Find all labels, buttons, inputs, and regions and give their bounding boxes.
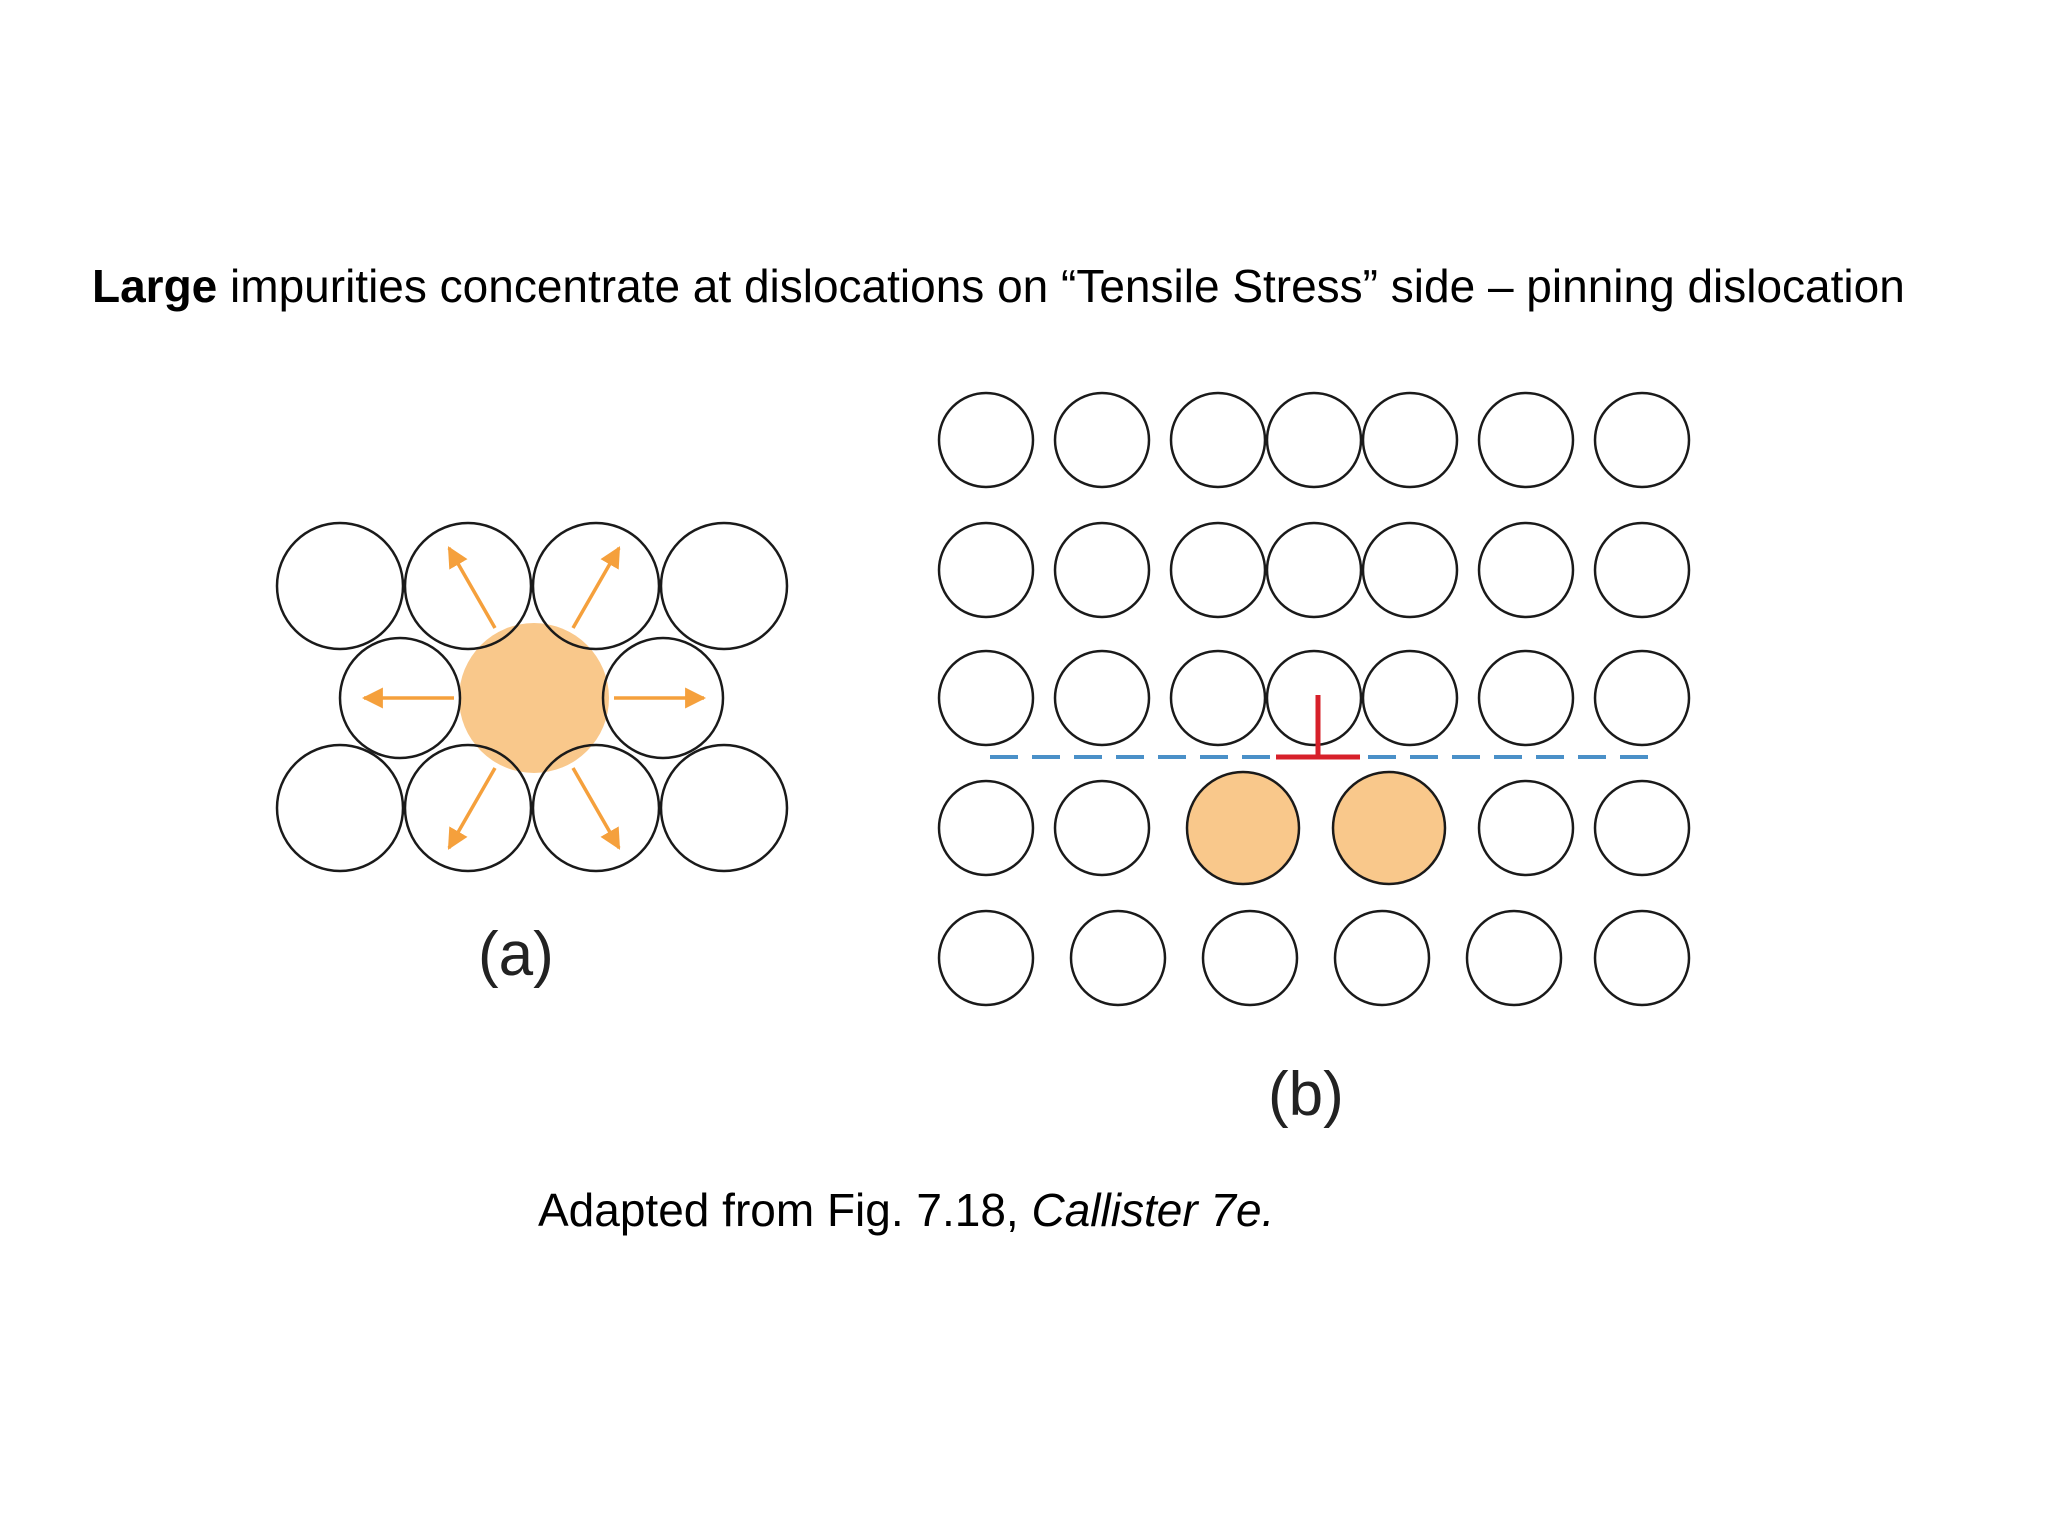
slide-headline: Large impurities concentrate at dislocat… bbox=[92, 254, 1992, 318]
host-atom bbox=[403, 743, 533, 873]
panel-a-label: (a) bbox=[478, 920, 554, 989]
host-atom bbox=[1053, 649, 1151, 747]
strain-arrow bbox=[571, 546, 621, 629]
host-atom bbox=[937, 779, 1035, 877]
impurity-atom bbox=[459, 623, 609, 773]
host-atom bbox=[1477, 521, 1575, 619]
edge-dislocation-symbol bbox=[1276, 695, 1360, 760]
headline-text: impurities concentrate at dislocations o… bbox=[217, 260, 1905, 312]
panel-b-label: (b) bbox=[1268, 1060, 1344, 1129]
host-atom bbox=[275, 743, 405, 873]
host-atom bbox=[659, 743, 789, 873]
strain-arrow bbox=[447, 767, 497, 850]
caption-source: Callister 7e. bbox=[1031, 1184, 1275, 1236]
host-atom bbox=[1593, 649, 1691, 747]
host-atom bbox=[1265, 649, 1363, 747]
impurity-atom bbox=[1331, 770, 1447, 886]
panel-b-lattice bbox=[937, 391, 1691, 1007]
host-atom bbox=[338, 636, 462, 760]
host-atom bbox=[1265, 521, 1363, 619]
host-atom bbox=[937, 391, 1035, 489]
host-atom bbox=[1333, 909, 1431, 1007]
host-atom bbox=[1477, 779, 1575, 877]
host-atom bbox=[1201, 909, 1299, 1007]
host-atom bbox=[659, 521, 789, 651]
host-atom bbox=[601, 636, 725, 760]
figure-caption: Adapted from Fig. 7.18, Callister 7e. bbox=[538, 1178, 1274, 1242]
host-atom bbox=[1169, 649, 1267, 747]
headline-emphasis: Large bbox=[92, 260, 218, 312]
strain-arrow bbox=[447, 546, 497, 629]
host-atom bbox=[1361, 649, 1459, 747]
host-atom bbox=[1053, 779, 1151, 877]
host-atom bbox=[1069, 909, 1167, 1007]
host-atom bbox=[403, 521, 533, 651]
host-atom bbox=[1593, 521, 1691, 619]
host-atom bbox=[1477, 649, 1575, 747]
host-atom bbox=[1169, 391, 1267, 489]
host-atom bbox=[1593, 909, 1691, 1007]
panel-a-lattice bbox=[275, 521, 789, 873]
host-atom bbox=[937, 909, 1035, 1007]
host-atom bbox=[1465, 909, 1563, 1007]
host-atom bbox=[275, 521, 405, 651]
host-atom bbox=[1593, 391, 1691, 489]
impurity-atom bbox=[1185, 770, 1301, 886]
host-atom bbox=[1593, 779, 1691, 877]
host-atom bbox=[531, 521, 661, 651]
host-atom bbox=[1361, 391, 1459, 489]
host-atom bbox=[1477, 391, 1575, 489]
host-atom bbox=[1361, 521, 1459, 619]
host-atom bbox=[1053, 521, 1151, 619]
host-atom bbox=[1265, 391, 1363, 489]
host-atom bbox=[937, 649, 1035, 747]
caption-text: Adapted from Fig. 7.18, bbox=[538, 1184, 1032, 1236]
host-atom bbox=[1169, 521, 1267, 619]
strain-arrow bbox=[571, 767, 621, 850]
host-atom bbox=[937, 521, 1035, 619]
host-atom bbox=[531, 743, 661, 873]
host-atom bbox=[1053, 391, 1151, 489]
